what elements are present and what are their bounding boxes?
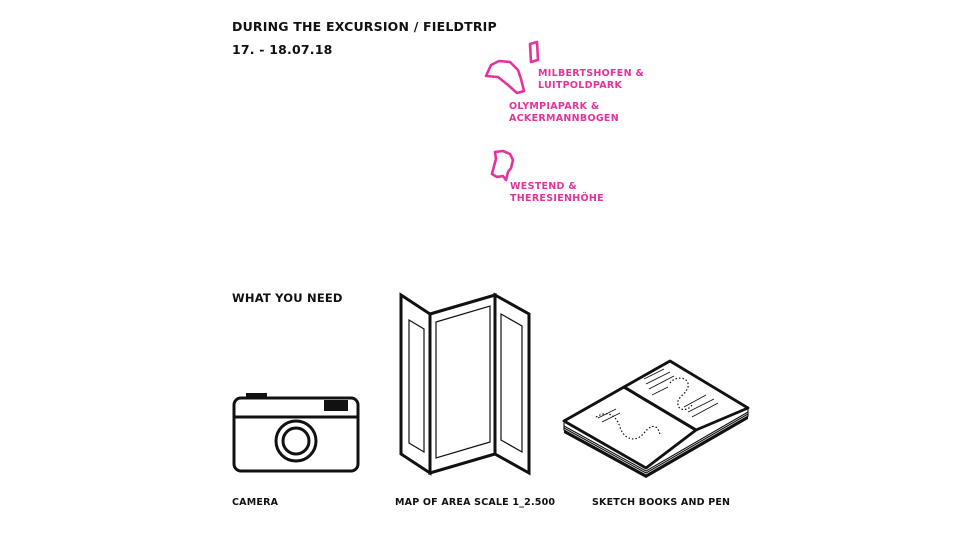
map-caption: MAP OF AREA SCALE 1_2.500 bbox=[395, 497, 556, 508]
page-title: DURING THE EXCURSION / FIELDTRIP bbox=[232, 19, 497, 34]
milbertshofen-outline-icon bbox=[528, 40, 540, 64]
area-label-westend: WESTEND & THERESIENHÖHE bbox=[510, 181, 604, 204]
area-label-milbertshofen: MILBERTSHOFEN & LUITPOLDPARK bbox=[538, 68, 645, 91]
sketchbook-caption: SKETCH BOOKS AND PEN bbox=[592, 497, 731, 508]
luitpoldpark-outline-icon bbox=[484, 59, 526, 95]
what-you-need-heading: WHAT YOU NEED bbox=[232, 291, 343, 305]
camera-icon bbox=[232, 393, 360, 473]
folded-map-icon bbox=[399, 292, 531, 476]
sketchbook-icon bbox=[562, 359, 750, 478]
excursion-dates: 17. - 18.07.18 bbox=[232, 42, 333, 57]
area-label-olympiapark: OLYMPIAPARK & ACKERMANNBOGEN bbox=[509, 101, 619, 124]
westend-outline-icon bbox=[490, 149, 515, 182]
camera-caption: CAMERA bbox=[232, 497, 279, 508]
